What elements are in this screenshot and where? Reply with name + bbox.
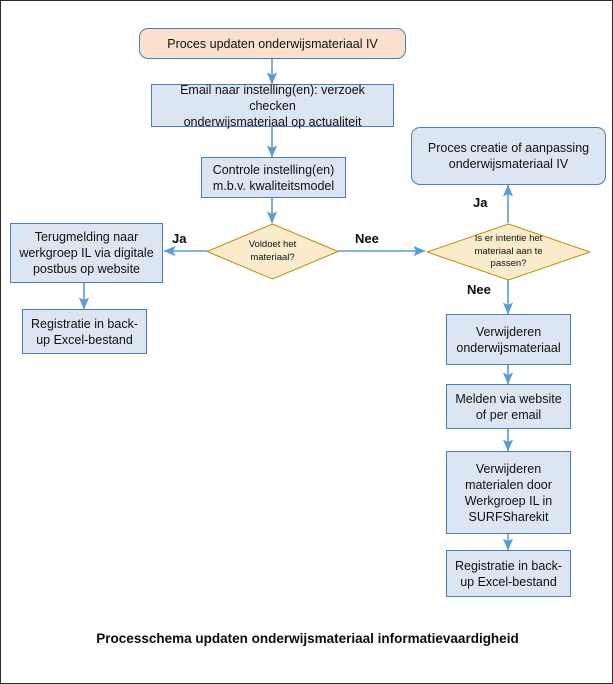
node-email-request[interactable]: Email naar instelling(en): verzoek check…: [151, 83, 394, 129]
decision-intent-adjust-label: Is er intentie het materiaal aan te pass…: [474, 233, 543, 270]
node-decision-material-ok[interactable]: Voldoet het materiaal?: [206, 223, 339, 280]
node-feedback-workgroup[interactable]: Terugmelding naar werkgroep IL via digit…: [10, 223, 163, 283]
edge-label-intent-yes: Ja: [473, 195, 488, 210]
node-control-check[interactable]: Controle instelling(en) m.b.v. kwaliteit…: [201, 157, 346, 198]
diagram-caption: Processchema updaten onderwijsmateriaal …: [96, 631, 519, 646]
node-decision-intent-adjust[interactable]: Is er intentie het materiaal aan te pass…: [426, 223, 591, 281]
node-register-backup-left[interactable]: Registratie in back- up Excel-bestand: [22, 309, 147, 354]
node-report-website-email[interactable]: Melden via website of per email: [446, 384, 571, 429]
node-process-create-adjust[interactable]: Proces creatie of aanpassing onderwijsma…: [411, 127, 606, 185]
node-register-backup-right[interactable]: Registratie in back- up Excel-bestand: [446, 550, 571, 597]
decision-material-ok-label: Voldoet het materiaal?: [248, 238, 297, 263]
edge-label-material-no: Nee: [355, 231, 379, 246]
edge-label-material-yes: Ja: [172, 231, 187, 246]
node-start-update[interactable]: Proces updaten onderwijsmateriaal IV: [139, 28, 406, 59]
node-remove-material[interactable]: Verwijderen onderwijsmateriaal: [446, 314, 571, 365]
edge-label-intent-no: Nee: [467, 282, 491, 297]
node-remove-by-workgroup[interactable]: Verwijderen materialen door Werkgroep IL…: [446, 451, 571, 534]
